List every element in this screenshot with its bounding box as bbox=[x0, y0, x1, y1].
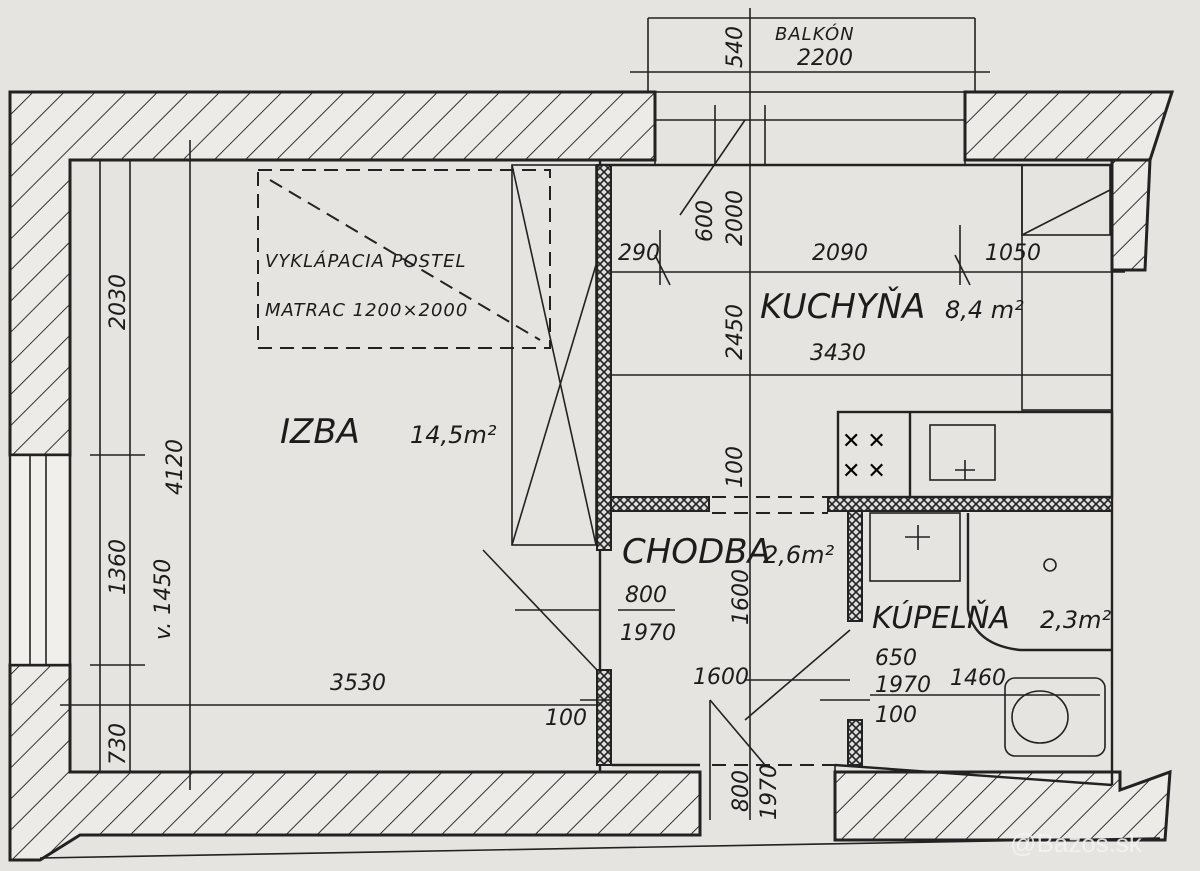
chodba-door-height: 1970 bbox=[620, 621, 676, 646]
izba-left-top-dim: 2030 bbox=[106, 274, 131, 330]
mattress-label: MATRAC 1200×2000 bbox=[265, 300, 468, 321]
entry-door-height: 1970 bbox=[757, 764, 782, 820]
wall-100-top: 100 bbox=[723, 446, 748, 488]
kupelna-room-area: 2,3m² bbox=[1040, 606, 1112, 634]
svg-text:✕ ✕: ✕ ✕ bbox=[842, 459, 886, 484]
kitchen-2450-dim: 2450 bbox=[723, 304, 748, 360]
izba-width-dim: 3530 bbox=[330, 671, 386, 696]
wall-100-bath: 100 bbox=[875, 703, 917, 728]
kitchen-1050-dim: 1050 bbox=[985, 241, 1041, 266]
bath-door-width: 650 bbox=[875, 646, 917, 671]
bath-1460-dim: 1460 bbox=[950, 666, 1006, 691]
balcony-label: BALKÓN bbox=[775, 23, 855, 45]
chodba-room-name: CHODBA bbox=[622, 532, 771, 572]
balcony-door-width: 600 bbox=[693, 200, 718, 242]
kitchen-sink-icon bbox=[929, 424, 996, 481]
kuchyna-room-area: 8,4 m² bbox=[945, 296, 1024, 324]
balcony-width: 2200 bbox=[797, 46, 853, 71]
bed-label: VYKLÁPACIA POSTEL bbox=[265, 250, 466, 272]
kupelna-room-name: KÚPELŇA bbox=[872, 599, 1010, 636]
kitchen-3430-dim: 3430 bbox=[810, 341, 866, 366]
izba-window-dim: v. 1450 bbox=[151, 559, 176, 640]
balcony-door-height: 2000 bbox=[723, 190, 748, 246]
watermark: @Bazos.sk bbox=[1010, 828, 1143, 858]
izba-room-name: IZBA bbox=[280, 412, 360, 452]
kuchyna-room-name: KUCHYŇA bbox=[760, 286, 925, 327]
kitchen-counter bbox=[612, 164, 1114, 499]
entry-door-width: 800 bbox=[729, 770, 754, 812]
wall-100-left: 100 bbox=[545, 706, 587, 731]
balcony bbox=[630, 8, 990, 820]
exterior-walls bbox=[8, 90, 1175, 862]
svg-text:✕ ✕: ✕ ✕ bbox=[842, 429, 886, 454]
balcony-depth: 540 bbox=[723, 26, 748, 68]
bathroom-sink-icon bbox=[869, 512, 961, 582]
izba-left-mid-dim: 1360 bbox=[106, 539, 131, 595]
left-window bbox=[8, 453, 72, 667]
stove-icon: ✕ ✕ ✕ ✕ bbox=[842, 429, 886, 484]
partitions bbox=[596, 164, 1113, 766]
dimension-lines bbox=[39, 140, 1161, 859]
izba-room-area: 14,5m² bbox=[410, 421, 497, 449]
fold-down-bed bbox=[257, 164, 597, 546]
chodba-door-width: 800 bbox=[625, 583, 667, 608]
chodba-1600-vertical: 1600 bbox=[729, 569, 754, 625]
izba-length-dim: 4120 bbox=[163, 439, 188, 495]
shower-icon bbox=[966, 513, 1112, 652]
chodba-1600-horizontal: 1600 bbox=[693, 665, 749, 690]
bath-door-height: 1970 bbox=[875, 673, 931, 698]
izba-left-bottom-dim: 730 bbox=[106, 723, 131, 765]
chodba-room-area: 2,6m² bbox=[763, 541, 835, 569]
kitchen-2090-dim: 2090 bbox=[812, 241, 868, 266]
toilet-icon bbox=[1004, 677, 1106, 757]
door-swings bbox=[482, 496, 851, 835]
kitchen-290-dim: 290 bbox=[618, 241, 660, 266]
